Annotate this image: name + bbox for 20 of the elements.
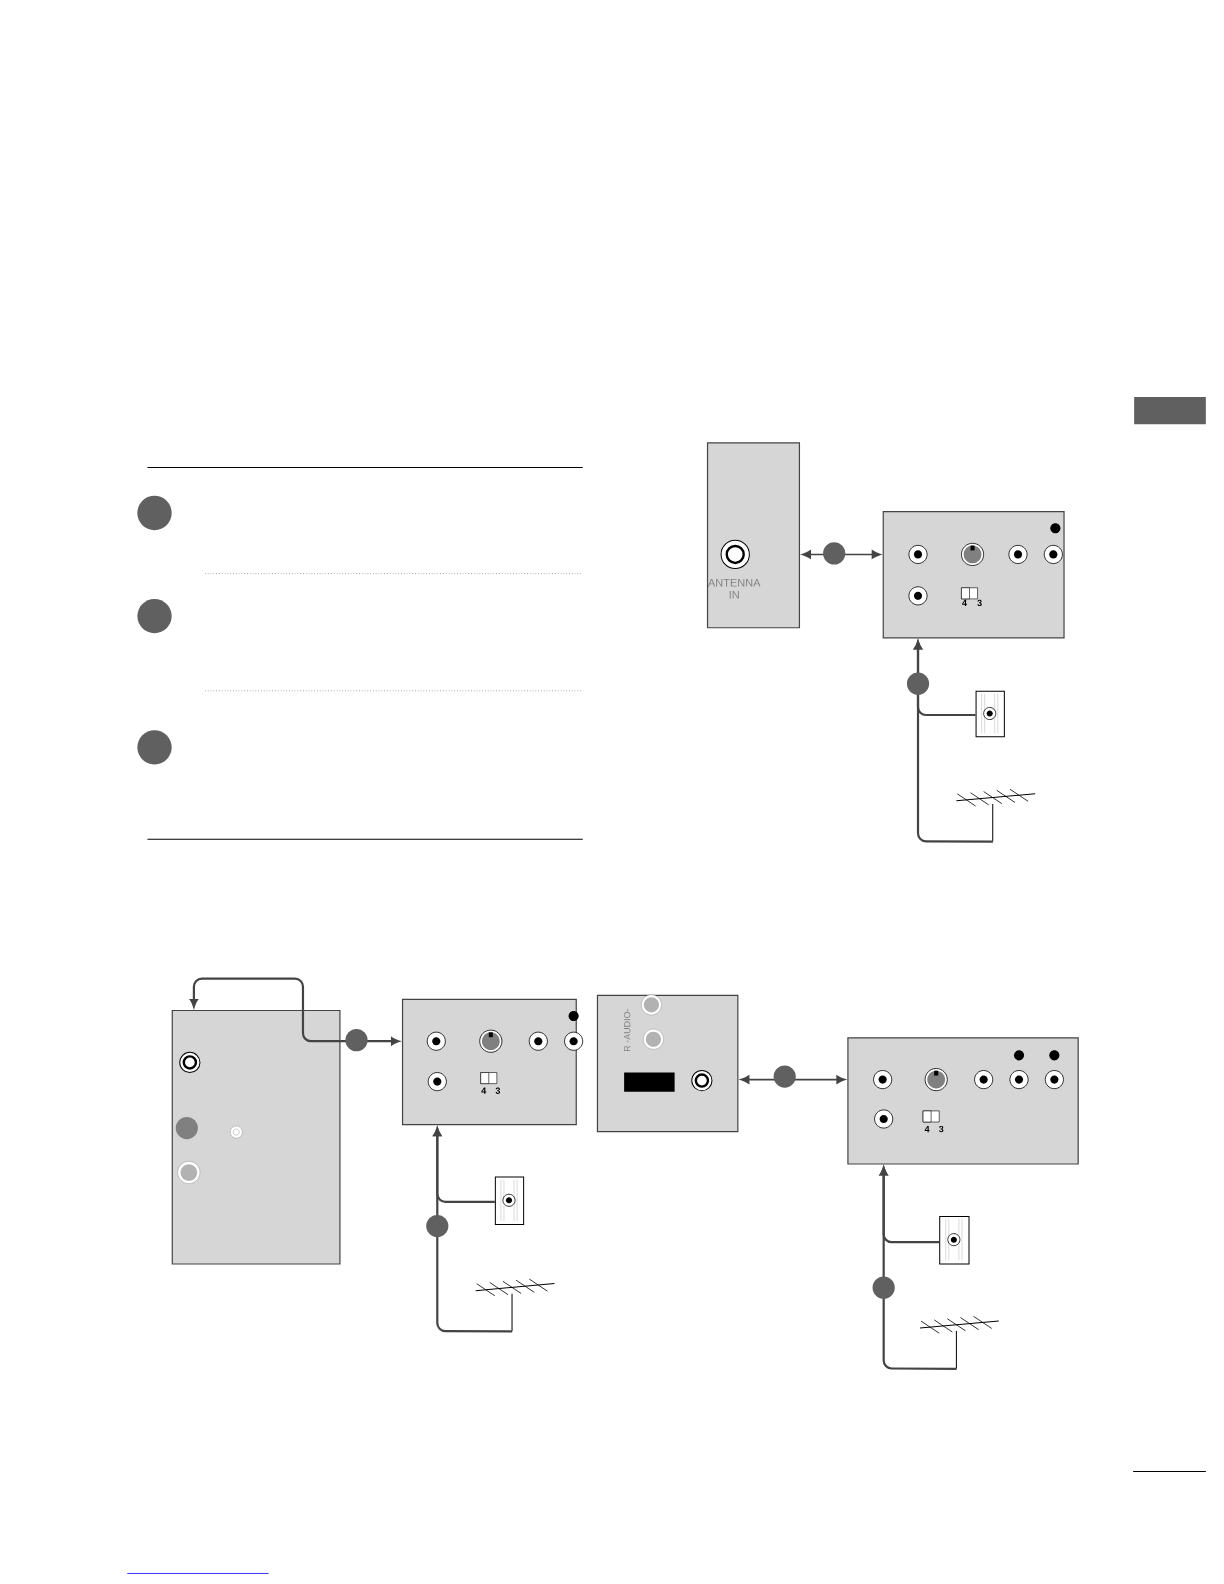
cable [740, 1075, 846, 1084]
port-label: R -AUDIO- [623, 1008, 631, 1052]
antenna-drawing [475, 1278, 555, 1332]
cable [802, 550, 881, 559]
cable [189, 977, 400, 1046]
port-label: 3 [938, 1125, 944, 1133]
port-label: 4 [962, 599, 967, 606]
wall-outlet [494, 1176, 525, 1225]
antenna-drawing [955, 788, 1036, 842]
port-label: 4 [924, 1126, 930, 1133]
antenna-drawing [919, 1315, 1000, 1369]
cable [914, 641, 993, 843]
cable [433, 1127, 513, 1333]
port-label: 3 [495, 1087, 501, 1094]
port-label: 3 [977, 599, 982, 607]
wall-outlet [939, 1215, 970, 1265]
wall-outlet [975, 690, 1005, 738]
port-label: 4 [481, 1087, 487, 1094]
cable [879, 1167, 957, 1370]
port-label: ANTENNA IN [707, 579, 761, 599]
